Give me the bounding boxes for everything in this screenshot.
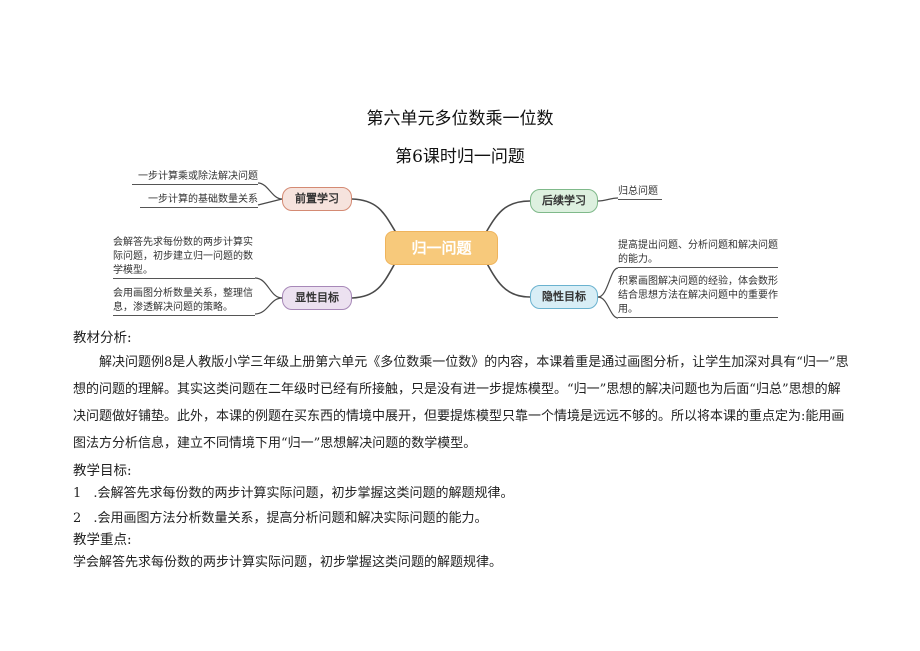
leaf-explicit-1: 会解答先求每份数的两步计算实际问题，初步建立归一问题的数学模型。 bbox=[113, 236, 255, 279]
lesson-subtitle: 第6课时归一问题 bbox=[395, 147, 525, 167]
node-prior-learning: 前置学习 bbox=[282, 187, 352, 211]
leaf-line-prior-2 bbox=[257, 198, 283, 206]
leaf-implicit-2: 积累画图解决问题的经验，体会数形结合思想方法在解决问题中的重要作用。 bbox=[618, 275, 778, 318]
objective-text: .会用画图方法分析数量关系，提高分析问题和解决实际问题的能力。 bbox=[93, 511, 488, 526]
leaf-line-implicit-1 bbox=[597, 267, 619, 298]
mindmap-center-node: 归一问题 bbox=[385, 231, 498, 265]
analysis-heading: 教材分析: bbox=[73, 330, 132, 346]
objective-number: 1 bbox=[73, 486, 82, 501]
leaf-line-explicit-2 bbox=[254, 297, 283, 315]
leaf-implicit-1: 提高提出问题、分析问题和解决问题的能力。 bbox=[618, 239, 778, 268]
leaf-line-explicit-1 bbox=[254, 277, 283, 299]
objective-item-2: 2 .会用画图方法分析数量关系，提高分析问题和解决实际问题的能力。 bbox=[73, 505, 849, 532]
branch-line-prior bbox=[351, 198, 399, 237]
leaf-line-follow-1 bbox=[597, 197, 619, 202]
page-title: 第六单元多位数乘一位数 bbox=[366, 109, 554, 129]
analysis-paragraph: 解决问题例8是人教版小学三年级上册第六单元《多位数乘一位数》的内容，本课着重是通… bbox=[73, 355, 849, 451]
node-follow-learning: 后续学习 bbox=[530, 189, 598, 213]
leaf-line-implicit-2 bbox=[597, 296, 619, 319]
leaf-prior-1: 一步计算乘或除法解决问题 bbox=[132, 170, 258, 185]
key-points-heading: 教学重点: bbox=[73, 532, 132, 548]
node-explicit-goal: 显性目标 bbox=[282, 286, 352, 310]
leaf-follow-1: 归总问题 bbox=[618, 185, 662, 200]
leaf-prior-2: 一步计算的基础数量关系 bbox=[140, 193, 258, 208]
node-implicit-goal: 隐性目标 bbox=[530, 285, 598, 309]
branch-line-follow bbox=[483, 200, 531, 237]
objective-number: 2 bbox=[73, 511, 82, 526]
leaf-explicit-2: 会用画图分析数量关系，整理信息，渗透解决问题的策略。 bbox=[113, 287, 255, 316]
key-points-text: 学会解答先求每份数的两步计算实际问题，初步掌握这类问题的解题规律。 bbox=[73, 555, 503, 570]
objectives-heading: 教学目标: bbox=[73, 463, 132, 479]
leaf-line-prior-1 bbox=[257, 182, 283, 200]
objective-text: .会解答先求每份数的两步计算实际问题，初步掌握这类问题的解题规律。 bbox=[93, 486, 514, 501]
objective-item-1: 1 .会解答先求每份数的两步计算实际问题，初步掌握这类问题的解题规律。 bbox=[73, 480, 849, 507]
